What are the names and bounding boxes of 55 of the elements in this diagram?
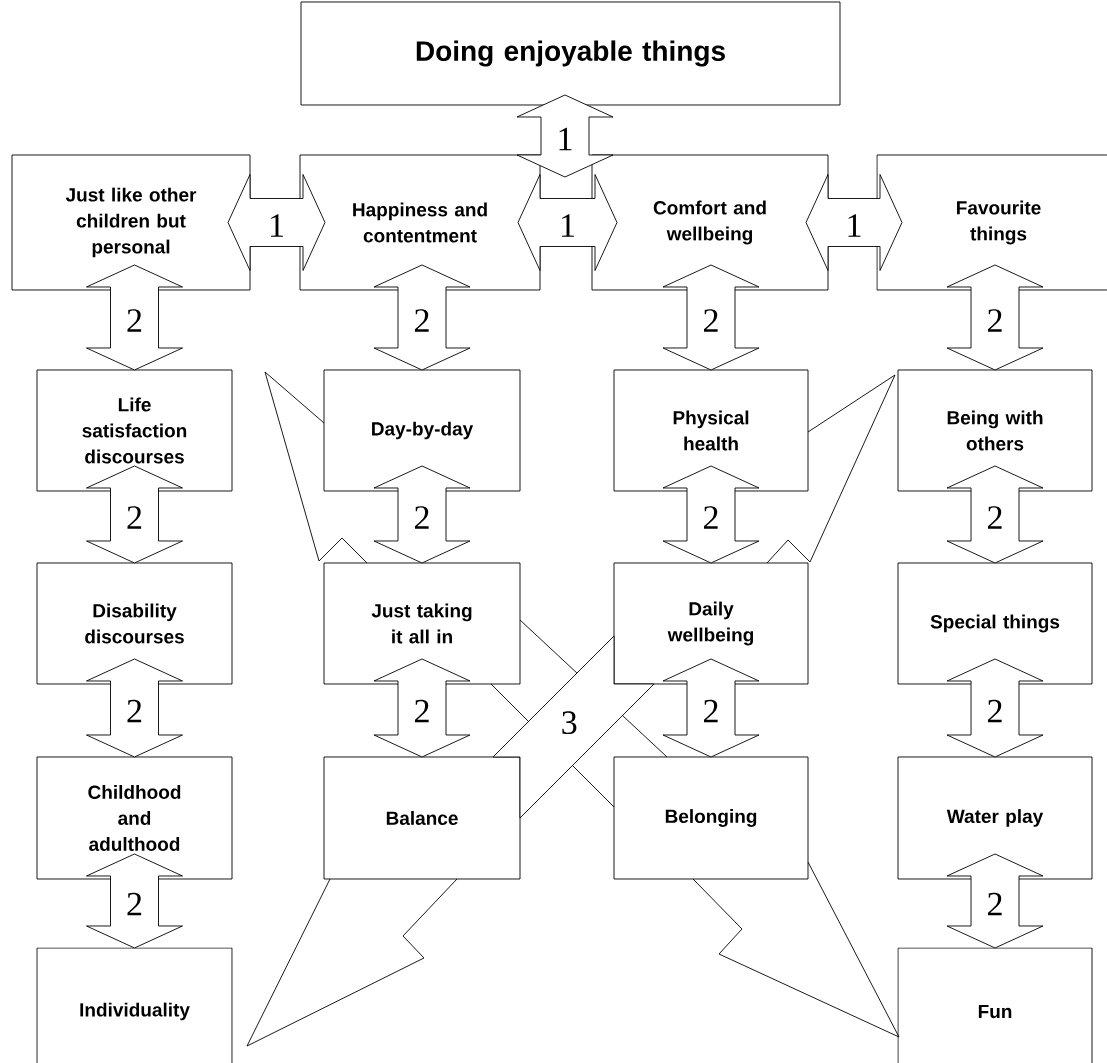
edge-label: 3 [562,711,577,735]
double-arrow [946,465,1044,564]
concept-box: Life satisfaction discourses [36,369,233,492]
edge-label: 2 [704,506,718,529]
double-arrow [662,264,760,371]
edge-label: 2 [988,309,1002,332]
concept-box: Belonging [613,756,809,880]
edge-label: 2 [127,309,142,332]
double-arrow [373,465,471,564]
concept-box: Just taking it all in [323,562,521,685]
concept-box: Favourite things [876,154,1107,291]
concept-box: Childhood and adulthood [36,756,233,880]
edge-label: 2 [988,892,1002,916]
double-arrow [517,174,618,271]
double-arrow [516,94,614,178]
concept-box: Water play [897,756,1093,880]
edge-label: 1 [559,127,572,151]
edge-label: 2 [127,699,142,723]
double-arrow [227,174,326,271]
concept-box: Special things [897,562,1093,685]
edge-label: 2 [127,892,142,916]
title-box: Doing enjoyable things [300,1,841,106]
edge-label: 2 [415,506,429,529]
edge-label: 1 [271,214,283,237]
double-arrow [946,658,1044,758]
concept-box: Physical health [613,369,809,492]
double-arrow [946,853,1044,949]
band-connector [492,635,655,819]
double-arrow [86,465,183,564]
concept-box: Daily wellbeing [613,562,809,685]
edge-label: 2 [415,309,429,332]
edge-label: 1 [848,214,861,237]
edge-label: 1 [562,214,574,237]
concept-box: Balance [323,756,521,880]
edge-label: 2 [988,699,1002,723]
double-arrow [86,264,183,371]
double-arrow [86,853,183,949]
edge-label: 2 [415,699,429,723]
edge-label: 2 [704,699,718,723]
double-arrow [946,264,1044,371]
edge-label: 2 [127,506,142,529]
concept-box: Fun [897,947,1093,1063]
concept-box: Being with others [897,369,1093,492]
concept-box: Disability discourses [36,562,233,685]
concept-box: Just like other children but personal [11,154,251,291]
concept-box: Individuality [36,947,233,1063]
double-arrow [373,658,471,758]
double-arrow [86,658,183,758]
edge-label: 2 [988,506,1002,529]
double-arrow [373,264,471,371]
double-arrow [805,174,903,271]
concept-box: Day-by-day [323,369,521,492]
double-arrow [662,658,760,758]
double-arrow [662,465,760,564]
edge-label: 2 [704,309,718,332]
